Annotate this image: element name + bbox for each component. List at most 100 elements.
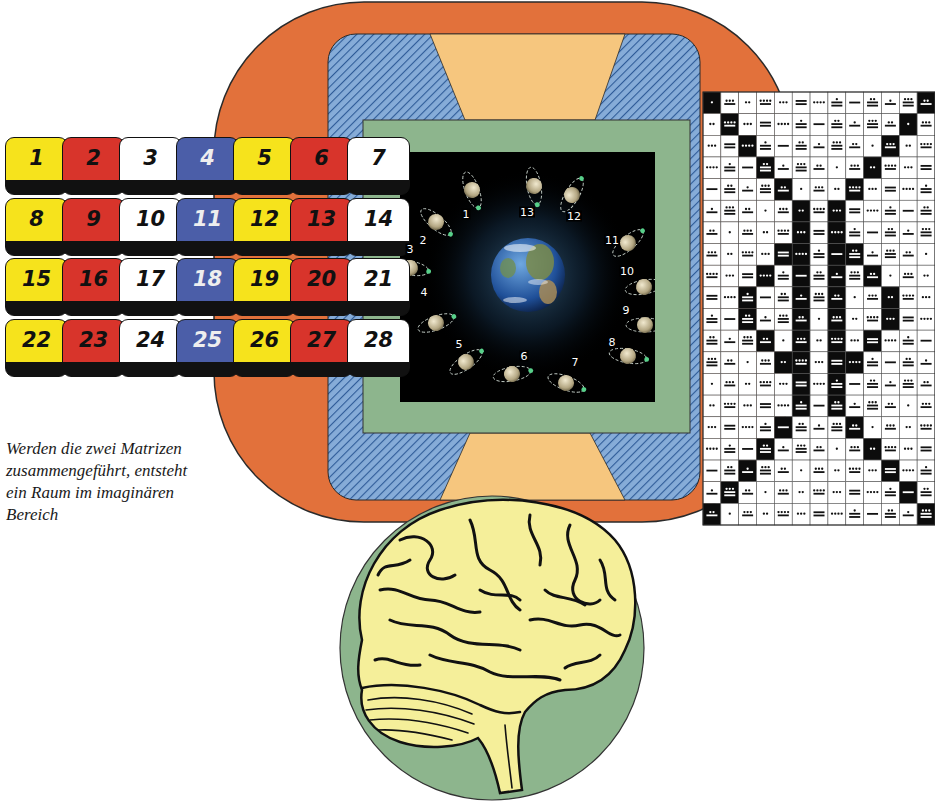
number-tile: 2: [62, 137, 125, 195]
maya-dot: [746, 229, 748, 231]
cell-ground: [774, 417, 792, 439]
orbit-ellipse: [524, 166, 544, 206]
maya-dot: [779, 314, 781, 316]
callout-number: 7: [571, 357, 580, 368]
tzolkin-matrix: [703, 92, 935, 525]
matrix-border: [703, 92, 935, 525]
maya-dot: [716, 448, 718, 450]
maya-bar: [921, 231, 932, 233]
maya-bar: [796, 320, 807, 322]
maya-dot: [912, 188, 914, 190]
matrix-cell: [881, 373, 899, 395]
maya-dot: [768, 466, 770, 468]
matrix-cell: [864, 244, 882, 266]
maya-dot: [927, 100, 929, 102]
matrix-cell: [739, 179, 757, 201]
matrix-cell: [721, 200, 739, 222]
maya-dot: [816, 101, 818, 103]
cell-ground: [792, 265, 810, 287]
maya-dot: [764, 141, 766, 143]
maya-bar: [849, 428, 860, 430]
matrix-cell: [703, 309, 721, 331]
maya-bar: [742, 343, 753, 345]
matrix-cell: [721, 244, 739, 266]
matrix-cell: [721, 438, 739, 460]
maya-dot: [884, 165, 886, 167]
cell-ground: [917, 92, 935, 114]
callout-number: 9: [622, 305, 631, 316]
maya-bar: [903, 105, 914, 107]
matrix-cell: [810, 460, 828, 482]
matrix-cell: [881, 438, 899, 460]
maya-bar: [778, 145, 789, 147]
maya-dot: [871, 251, 873, 253]
maya-dot: [798, 359, 800, 361]
maya-dot: [910, 273, 912, 275]
maya-dot: [892, 250, 894, 252]
cell-ground: [828, 330, 846, 352]
matrix-cell: [774, 222, 792, 244]
maya-bar: [921, 168, 932, 170]
number-tile: 5: [233, 137, 296, 195]
matrix-cell: [828, 395, 846, 417]
maya-dot: [818, 424, 820, 426]
cell-ground: [792, 157, 810, 179]
maya-bar: [742, 321, 753, 323]
cell-ground: [721, 92, 739, 114]
cell-ground: [810, 330, 828, 352]
maya-dot: [769, 274, 771, 276]
maya-dot: [816, 383, 818, 385]
maya-dot: [871, 144, 873, 146]
maya-dot: [891, 121, 893, 123]
matrix-cell: [774, 135, 792, 157]
maya-dot: [803, 513, 805, 515]
maya-dot: [781, 511, 783, 513]
cell-ground: [792, 200, 810, 222]
maya-dot: [743, 404, 745, 406]
cell-ground: [881, 287, 899, 309]
maya-dot: [712, 511, 714, 513]
maya-dot: [779, 101, 781, 103]
cell-ground: [703, 330, 721, 352]
cell-ground: [881, 438, 899, 460]
maya-dot: [834, 401, 836, 403]
maya-dot: [813, 489, 815, 491]
matrix-cell: [881, 395, 899, 417]
matrix-cell: [899, 265, 917, 287]
maya-dot: [891, 296, 893, 298]
maya-dot: [766, 163, 768, 165]
maya-bar: [885, 491, 896, 493]
maya-bar: [849, 231, 860, 233]
maya-bar: [778, 300, 789, 302]
matrix-cell: [792, 135, 810, 157]
maya-dot: [875, 294, 877, 296]
maya-bar: [796, 275, 807, 277]
maya-dot: [763, 381, 765, 383]
maya-dot: [763, 513, 765, 515]
maya-dot: [709, 273, 711, 275]
maya-dot: [781, 361, 783, 363]
maya-dot: [836, 316, 838, 318]
orbit-ellipse: [556, 175, 587, 215]
cell-ground: [739, 417, 757, 439]
maya-dot: [884, 339, 886, 341]
matrix-cell: [864, 438, 882, 460]
cell-ground: [810, 373, 828, 395]
matrix-cell: [846, 503, 864, 525]
maya-bar: [742, 273, 753, 275]
cell-ground: [721, 287, 739, 309]
maya-bar: [885, 235, 896, 237]
tile-number: 12: [234, 199, 295, 230]
matrix-cell: [792, 244, 810, 266]
maya-dot: [823, 208, 825, 210]
orbit-ellipse: [608, 346, 648, 366]
maya-dot: [805, 359, 807, 361]
number-tile: 8: [5, 198, 68, 256]
moon-disc: [425, 211, 448, 234]
matrix-cell: [792, 417, 810, 439]
maya-dot: [871, 426, 873, 428]
cell-ground: [846, 352, 864, 374]
moon-disc: [619, 347, 638, 366]
maya-dot: [837, 469, 839, 471]
cell-ground: [899, 265, 917, 287]
